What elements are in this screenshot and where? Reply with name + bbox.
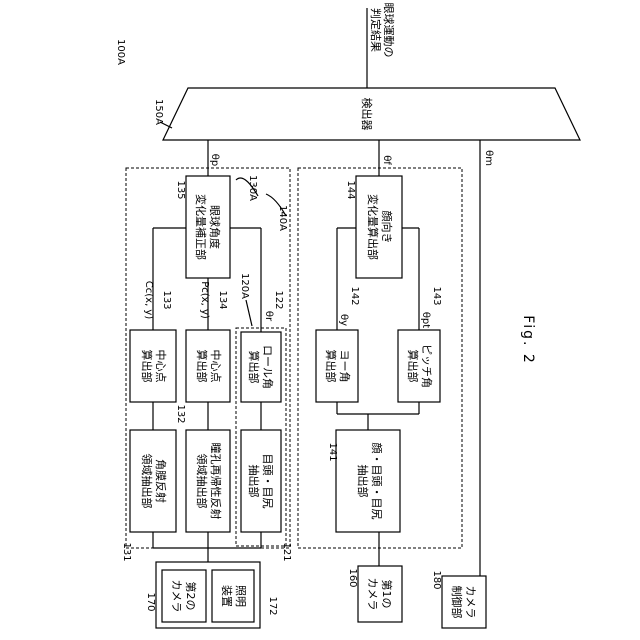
block-122-line2: 算出部 [247,351,261,384]
block-121-line2: 抽出部 [247,465,261,498]
block-170 [162,570,206,622]
block-141-line2: 抽出部 [356,465,370,498]
block-133-line1: 中心点 [154,350,167,383]
figure-ref: 100A [115,39,126,65]
block-142-line2: 算出部 [324,350,338,383]
signal-theta-m: θm [483,150,494,166]
block-135 [186,176,230,278]
block-180-ref: 180 [431,570,442,589]
block-133-ref: 133 [161,290,172,309]
block-131-line1: 角膜反射 [154,459,168,503]
block-135-line1: 眼球角度 [208,205,222,249]
block-141-ref: 141 [327,442,338,461]
block-132-ref: 132 [175,404,186,423]
output-label-1: 眼球運動の [382,3,396,58]
signal-cc: Cc(x, y) [143,281,154,320]
detector-label: 検出器 [360,98,374,131]
signal-theta-p: θp [209,154,220,166]
block-134-line2: 算出部 [195,350,209,383]
block-134-line1: 中心点 [209,350,222,383]
block-133-line2: 算出部 [140,350,154,383]
block-121-line1: 目頭・目尻 [261,454,274,509]
block-122-line1: ロール角 [261,345,274,389]
block-144-line2: 変化量算出部 [366,194,380,260]
figure-label: Fig. 2 [520,315,536,365]
group-120a-label: 120A [239,273,250,299]
detector-ref: 150A [153,99,164,125]
block-172-line2: 装置 [220,585,233,607]
block-141-line1: 顔・目頭・目尻 [370,443,384,520]
block-135-ref: 135 [175,180,186,199]
block-170-ref: 170 [145,592,156,611]
block-122-ref: 122 [273,290,284,309]
group-120a-leader [246,300,252,326]
block-121-ref: 121 [281,542,292,561]
block-144-ref: 144 [345,180,356,199]
block-160-line2: カメラ [366,578,379,611]
block-142-ref: 142 [349,286,360,305]
block-131-line2: 領域抽出部 [140,454,154,509]
signal-theta-pt: θpt [420,312,431,328]
block-160 [358,566,402,622]
block-143-line1: ピッチ角 [420,344,433,388]
block-172-ref: 172 [267,596,278,615]
block-160-ref: 160 [347,568,358,587]
signal-theta-f: θf [381,155,392,165]
block-134-ref: 134 [217,290,228,309]
block-122 [241,332,281,402]
signal-theta-r: θr [263,311,274,322]
block-132-line1: 瞳孔再帰性反射 [209,443,223,520]
block-131-ref: 131 [121,542,132,561]
block-170-line1: 第2の [184,582,198,611]
signal-pc: Pc(x, y) [199,281,210,319]
block-143-ref: 143 [431,286,442,305]
group-140a-label: 140A [277,205,288,231]
block-170-line2: カメラ [170,580,183,613]
block-121 [241,430,281,532]
block-160-line1: 第1の [380,580,394,609]
block-172-line1: 照明 [234,585,247,607]
block-132-line2: 領域抽出部 [195,454,209,509]
block-180 [442,576,486,628]
block-180-line1: カメラ [464,586,477,619]
signal-theta-y: θy [338,314,349,326]
block-143-line2: 算出部 [406,350,420,383]
block-180-line2: 制御部 [450,586,464,619]
block-144-line1: 顔向き [380,211,394,244]
block-135-line2: 変化量補正部 [194,194,208,260]
output-label-2: 判定結果 [369,8,383,52]
block-142-line1: ヨー角 [338,350,351,383]
